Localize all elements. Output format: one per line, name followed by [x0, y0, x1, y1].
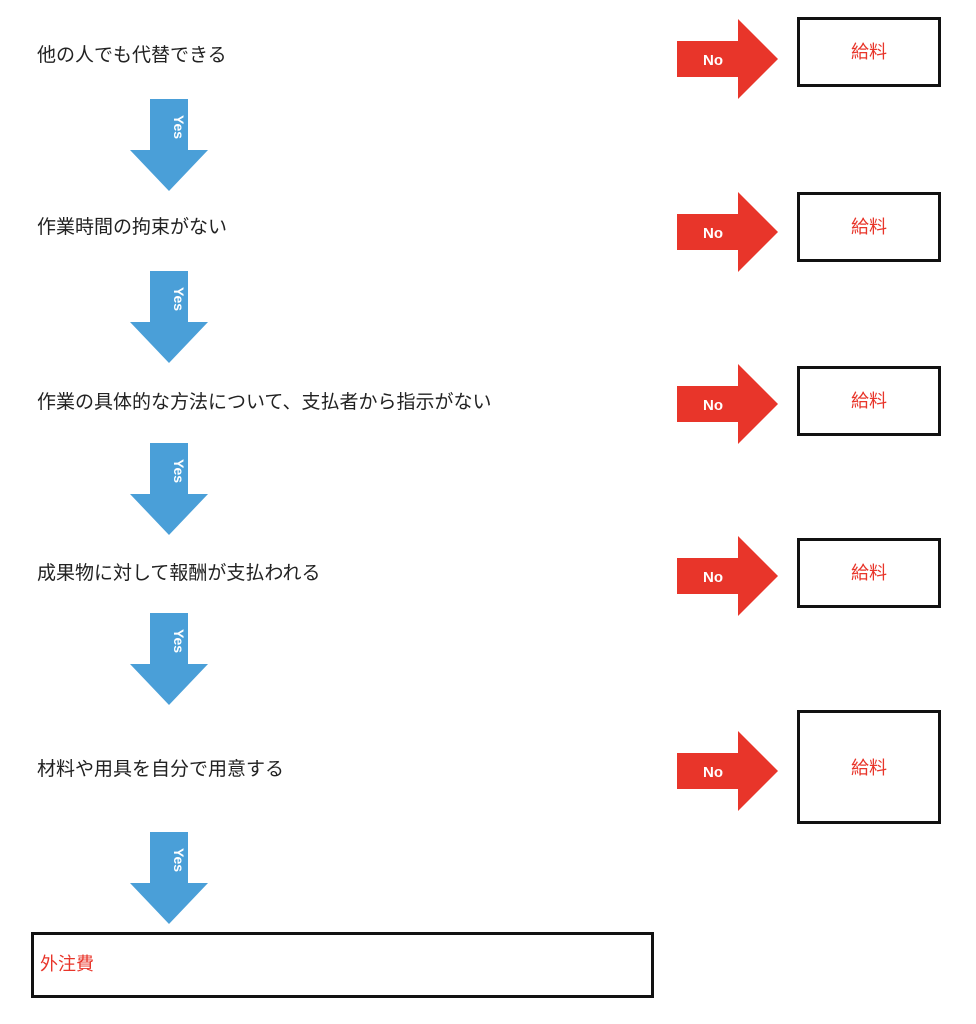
- yes-label-4: Yes: [171, 629, 187, 653]
- no-label-1: No: [703, 52, 723, 69]
- result-text-5: 給料: [851, 758, 887, 779]
- result-box-3: 給料: [797, 366, 941, 436]
- no-label-5: No: [703, 764, 723, 781]
- result-text-1: 給料: [851, 42, 887, 63]
- yes-label-2: Yes: [171, 287, 187, 311]
- result-box-2: 給料: [797, 192, 941, 262]
- question-2: 作業時間の拘束がない: [37, 216, 228, 238]
- question-3: 作業の具体的な方法について、支払者から指示がない: [37, 391, 492, 413]
- question-4: 成果物に対して報酬が支払われる: [37, 562, 321, 584]
- no-arrow-4: No: [677, 536, 778, 616]
- yes-arrow-2: Yes: [130, 271, 208, 363]
- no-arrow-2: No: [677, 192, 778, 272]
- no-label-2: No: [703, 225, 723, 242]
- question-1: 他の人でも代替できる: [37, 44, 227, 66]
- result-text-3: 給料: [851, 391, 887, 412]
- no-arrow-3: No: [677, 364, 778, 444]
- result-box-5: 給料: [797, 710, 941, 824]
- no-arrow-1: No: [677, 19, 778, 99]
- yes-label-3: Yes: [171, 459, 187, 483]
- yes-arrow-5: Yes: [130, 832, 208, 924]
- yes-label-1: Yes: [171, 115, 187, 139]
- no-label-3: No: [703, 397, 723, 414]
- no-arrow-5: No: [677, 731, 778, 811]
- result-text-2: 給料: [851, 217, 887, 238]
- yes-arrow-3: Yes: [130, 443, 208, 535]
- question-5: 材料や用具を自分で用意する: [37, 758, 285, 780]
- result-box-4: 給料: [797, 538, 941, 608]
- final-result-text: 外注費: [40, 954, 94, 975]
- result-text-4: 給料: [851, 563, 887, 584]
- result-box-1: 給料: [797, 17, 941, 87]
- final-result-box: 外注費: [31, 932, 654, 998]
- yes-arrow-4: Yes: [130, 613, 208, 705]
- yes-arrow-1: Yes: [130, 99, 208, 191]
- yes-label-5: Yes: [171, 848, 187, 872]
- no-label-4: No: [703, 569, 723, 586]
